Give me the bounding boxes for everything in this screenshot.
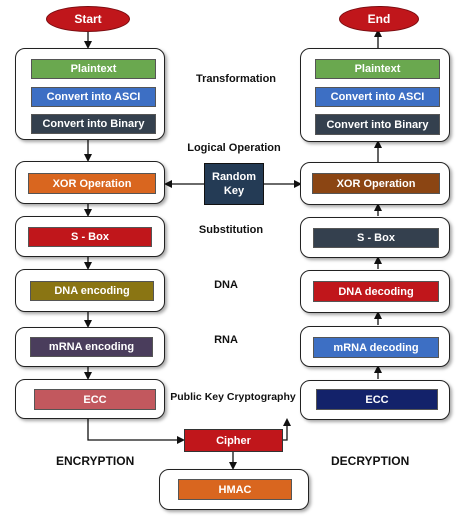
enc-sbox-box: S - Box xyxy=(28,227,152,247)
arrow-ecc-to-cipher xyxy=(87,419,185,444)
enc-ecc-box: ECC xyxy=(34,389,156,410)
arrow-cipher-to-ecc xyxy=(283,418,291,441)
stage-label-rna: RNA xyxy=(214,334,238,346)
enc-mrna-box: mRNA encoding xyxy=(30,337,153,357)
start-node: Start xyxy=(46,6,130,32)
dec-xor-box: XOR Operation xyxy=(312,173,440,194)
stage-label-logical: Logical Operation xyxy=(187,142,281,154)
dec-dna-box: DNA decoding xyxy=(313,281,439,302)
dec-binary-box: Convert into Binary xyxy=(315,114,440,135)
enc-plaintext-box: Plaintext xyxy=(31,59,156,79)
random-key-line1: Random xyxy=(212,171,256,183)
dec-sbox-box: S - Box xyxy=(313,228,439,248)
enc-binary-box: Convert into Binary xyxy=(31,114,156,134)
enc-asci-box: Convert into ASCI xyxy=(31,87,156,107)
encryption-title: ENCRYPTION xyxy=(56,454,135,468)
end-node: End xyxy=(339,6,419,32)
decryption-title: DECRYPTION xyxy=(331,454,410,468)
enc-dna-box: DNA encoding xyxy=(30,281,154,301)
random-key-box: Random Key xyxy=(204,163,264,205)
stage-label-substitution: Substitution xyxy=(198,224,264,236)
dec-mrna-box: mRNA decoding xyxy=(313,337,439,358)
hmac-box: HMAC xyxy=(178,479,292,500)
stage-label-pkc: Public Key Cryptography xyxy=(170,391,296,403)
cipher-box: Cipher xyxy=(184,429,283,452)
enc-xor-box: XOR Operation xyxy=(28,173,156,194)
stage-label-transformation: Transformation xyxy=(195,73,277,85)
dec-plaintext-box: Plaintext xyxy=(315,59,440,79)
random-key-line2: Key xyxy=(223,185,245,197)
dec-asci-box: Convert into ASCI xyxy=(315,87,440,107)
stage-label-dna: DNA xyxy=(214,279,238,291)
dec-ecc-box: ECC xyxy=(316,389,438,410)
